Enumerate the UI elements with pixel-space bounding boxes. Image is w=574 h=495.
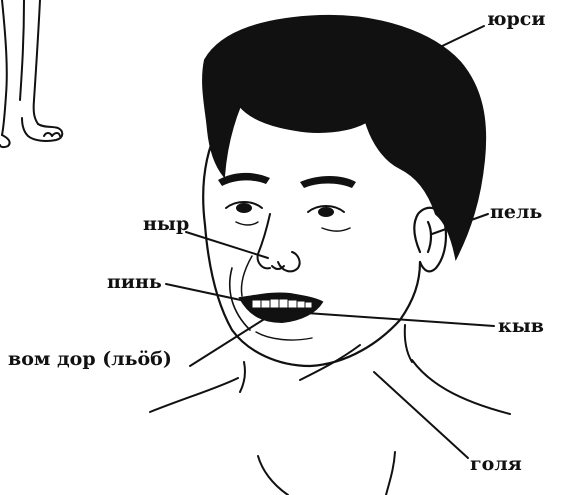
label-chin: вом дор (льöб): [8, 350, 172, 369]
label-ear: пель: [490, 203, 542, 222]
hair: [203, 16, 485, 258]
jaw-line: [256, 332, 312, 340]
label-teeth: кыв: [498, 317, 544, 336]
leader-hair: [438, 26, 484, 48]
feet-fragment: [0, 0, 62, 147]
leader-neck: [374, 372, 468, 458]
nose: [258, 214, 300, 271]
nasolabial-fold: [241, 256, 252, 296]
leader-teeth: [292, 312, 494, 326]
under-eye-lines: [236, 222, 350, 231]
leader-lip: [166, 284, 250, 302]
left-pupil: [236, 203, 252, 213]
shoulders: [150, 360, 510, 495]
leader-nose: [186, 232, 268, 258]
right-eyebrow: [300, 176, 356, 188]
leader-chin: [190, 318, 266, 366]
left-eyebrow: [218, 173, 270, 186]
label-hair: юрси: [487, 10, 545, 29]
label-neck: голя: [470, 455, 522, 474]
label-nose: ныр: [143, 215, 189, 234]
right-pupil: [318, 207, 334, 217]
label-lip: пинь: [107, 273, 162, 292]
